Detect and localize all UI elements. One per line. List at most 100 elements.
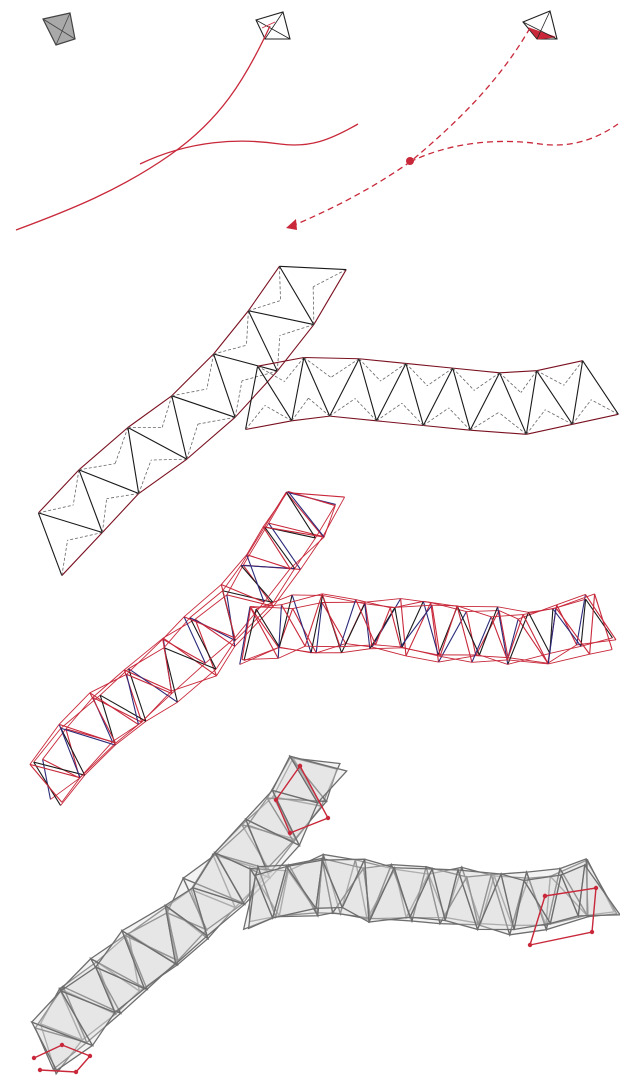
hidden-edge — [313, 287, 314, 325]
hidden-edge — [198, 417, 235, 424]
hidden-edge — [258, 366, 285, 381]
boundary-node — [274, 798, 278, 802]
frame-edge — [223, 565, 241, 590]
frame-edge — [247, 527, 263, 555]
frame-edge — [305, 646, 340, 647]
frame-edge — [476, 656, 508, 658]
frame-edge — [557, 605, 577, 645]
outline-edge — [470, 430, 526, 434]
tetra-edge — [330, 359, 359, 416]
boundary-node — [590, 930, 594, 934]
hidden-edge — [591, 400, 618, 415]
panel-curves — [16, 11, 618, 230]
frame-edge — [62, 778, 80, 803]
frame-edge — [85, 745, 116, 775]
hidden-edge — [277, 335, 280, 371]
frame-edge — [581, 638, 612, 647]
tetra-edge — [79, 470, 139, 494]
tetra-edge — [526, 371, 536, 435]
frame-edge — [90, 674, 127, 692]
frame-edge — [190, 591, 223, 618]
outline-edge — [304, 358, 359, 359]
frame-edge — [279, 647, 311, 653]
frame-edge — [61, 728, 85, 775]
tetra-edge — [572, 361, 582, 425]
boundary-node — [32, 1056, 36, 1060]
outline-edge — [102, 494, 138, 533]
outline-edge — [359, 359, 406, 364]
frame-edge — [472, 660, 507, 662]
panel-perturbed — [30, 491, 616, 805]
frame-edge — [491, 617, 507, 660]
frame-edge — [406, 656, 438, 662]
hidden-edge — [474, 373, 499, 391]
frame-edge — [163, 639, 206, 663]
frame-edge — [553, 609, 581, 647]
boundary-node — [38, 1068, 42, 1072]
frame-edge — [256, 609, 279, 647]
frame-edge — [205, 638, 235, 663]
outline-edge — [258, 358, 304, 367]
boundary-node — [60, 1043, 64, 1047]
outline-edge — [314, 270, 346, 325]
frame-edge — [278, 605, 281, 659]
frame-edge — [590, 650, 612, 655]
outline-edge — [38, 470, 79, 513]
outline-edge — [246, 421, 292, 430]
hidden-edge — [265, 405, 292, 420]
outline-edge — [377, 421, 424, 426]
boundary-node — [88, 1054, 92, 1058]
frame-edge — [59, 693, 90, 725]
outline-edge — [292, 416, 330, 421]
tetra-edge — [38, 513, 61, 576]
hidden-edge — [38, 505, 73, 513]
frame-edge — [115, 721, 146, 745]
tetra-edge — [128, 428, 187, 460]
curve-dashed-main — [292, 28, 530, 226]
frame-edge — [376, 608, 391, 645]
outline-edge — [500, 371, 537, 373]
outline-edge — [187, 417, 235, 459]
panel-skeleton — [38, 266, 618, 575]
frame-edge — [100, 669, 128, 696]
tetra-edge — [248, 311, 277, 371]
frame-edge — [80, 742, 113, 778]
frame-edge — [286, 493, 322, 537]
tetra-edge — [377, 363, 406, 420]
frame-edge — [288, 491, 324, 537]
frame-edge — [124, 638, 163, 670]
frame-edge — [556, 594, 595, 608]
outline-edge — [235, 371, 277, 417]
frame-edge — [401, 605, 432, 647]
frame-edge — [171, 676, 216, 691]
frame-edge — [116, 725, 139, 744]
outline-edge — [128, 396, 172, 428]
tetra-edge — [214, 354, 236, 417]
frame-edge — [406, 603, 431, 656]
outline-edge — [214, 311, 249, 354]
hidden-edge — [280, 325, 314, 336]
tetra-edge — [79, 470, 102, 533]
frame-edge — [290, 537, 324, 569]
frame-edge — [221, 555, 246, 585]
outline-edge — [453, 368, 500, 373]
hidden-edge — [107, 494, 139, 499]
tetra-edge — [500, 373, 527, 435]
frame-edge — [124, 670, 171, 691]
hidden-edge — [242, 371, 277, 381]
curve-solid-branch — [140, 124, 358, 164]
frame-edge — [322, 603, 346, 644]
hidden-edge — [151, 459, 187, 460]
frame-edge — [263, 527, 324, 537]
outline-edge — [330, 416, 377, 421]
frame-edge — [292, 595, 311, 653]
frame-edge — [216, 640, 235, 669]
frame-edge — [295, 538, 316, 569]
tetra-unit-outline — [256, 12, 290, 39]
frame-edge — [432, 605, 457, 606]
frame-edge — [585, 594, 616, 639]
frame-edge — [523, 608, 556, 615]
frame-edge — [322, 594, 340, 647]
outline-edge — [139, 459, 187, 493]
